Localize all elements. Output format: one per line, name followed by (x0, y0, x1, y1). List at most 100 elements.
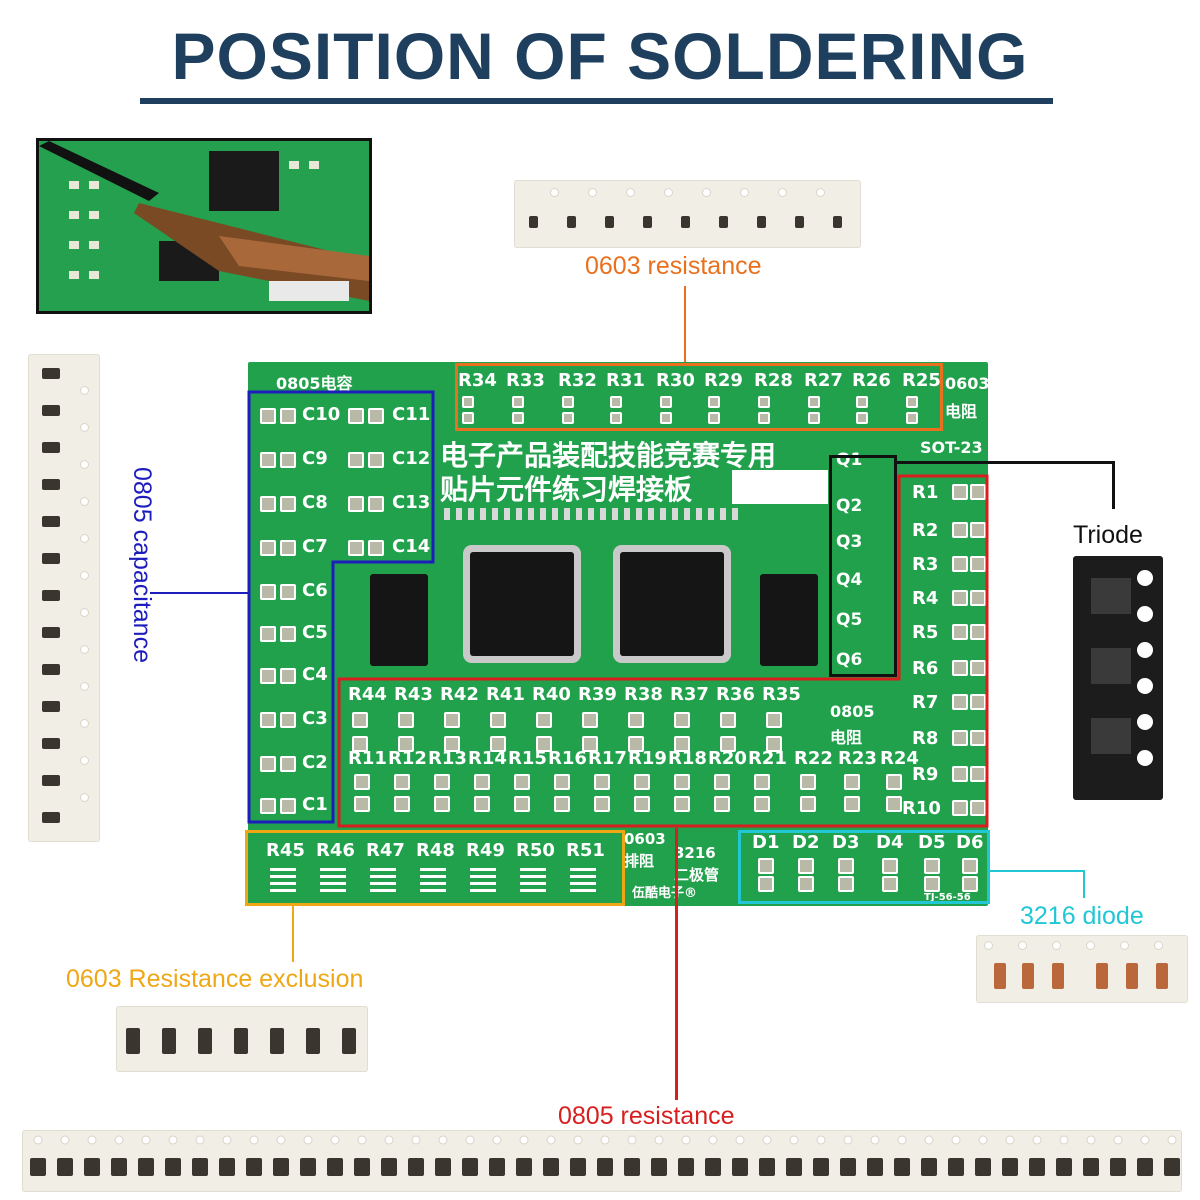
tape-hole (735, 1135, 745, 1145)
label-0603-resistance: 0603 resistance (585, 252, 762, 280)
resistor-chip (381, 1158, 397, 1176)
d-label: D3 (832, 832, 860, 853)
tape-hole (762, 1135, 772, 1145)
r-mid-top-row: R44 R43 R42 R41 R40 R39 R38 R37 R36 R35 (348, 684, 818, 754)
resistor-chip (948, 1158, 964, 1176)
cap-left-column: C10 C9 C8 C7 C6 C5 C4 C3 C2 C1 (260, 402, 342, 815)
r-array-label: R46 (316, 840, 355, 861)
r-mid-label: R41 (486, 684, 525, 705)
tape-hole (870, 1135, 880, 1145)
c-label: C3 (302, 708, 328, 729)
tape-hole (1032, 1135, 1042, 1145)
resistor-chip (435, 1158, 451, 1176)
r-mid-label: R38 (624, 684, 663, 705)
tape-hole (789, 1135, 799, 1145)
tape-hole (114, 1135, 124, 1145)
board-blank-label (732, 470, 828, 504)
resistor-chip (759, 1158, 775, 1176)
tape-hole (654, 1135, 664, 1145)
r-mid-label: R22 (794, 748, 833, 769)
leader-0603-resistance (684, 286, 686, 364)
resistor-chip (354, 1158, 370, 1176)
leader-0805-capacitance (150, 592, 250, 594)
label-triode: Triode (1073, 521, 1143, 549)
pcb-board: 0805电容 0603 电阻 SOT-23 电子产品装配技能竞赛专用 贴片元件练… (248, 362, 990, 906)
chip-pin-row (444, 508, 744, 520)
resistor-chip (516, 1158, 532, 1176)
q-label: Q5 (836, 610, 863, 630)
res-0603-header: 0603 (945, 374, 990, 393)
resistor-chip (597, 1158, 613, 1176)
r-right-label: R10 (902, 798, 941, 819)
resistor-chip (192, 1158, 208, 1176)
c-label: C9 (302, 448, 328, 469)
r-mid-label: R13 (428, 748, 467, 769)
cap-header: 0805电容 (276, 374, 353, 393)
r-mid-label: R18 (668, 748, 707, 769)
resistor-chip (543, 1158, 559, 1176)
r-array-label: R51 (566, 840, 605, 861)
tape-hole (492, 1135, 502, 1145)
diode-3216-sub: 二极管 (674, 866, 720, 884)
r-top-label: R28 (754, 370, 793, 391)
tape-hole (897, 1135, 907, 1145)
r-top-label: R34 (458, 370, 497, 391)
res-0805-label: 0805 (830, 702, 875, 721)
resistor-chip (921, 1158, 937, 1176)
triode-tape (1073, 556, 1163, 800)
res-0805-sub: 电阻 (830, 728, 863, 747)
region-triode (829, 455, 897, 677)
r-top-row: R34 R33 R32 R31 R30 R29 R28 R27 R26 R25 (458, 370, 948, 430)
tape-hole (87, 1135, 97, 1145)
c-label: C8 (302, 492, 328, 513)
resistor-chip (1110, 1158, 1126, 1176)
tape-hole (600, 1135, 610, 1145)
r-right-label: R1 (912, 482, 939, 503)
diode-3216-label: 3216 (674, 844, 716, 862)
tape-hole (1140, 1135, 1150, 1145)
r-top-label: R27 (804, 370, 843, 391)
tape-hole (303, 1135, 313, 1145)
q-label: Q3 (836, 532, 863, 552)
resistor-chip (300, 1158, 316, 1176)
c-label: C11 (392, 404, 431, 425)
resistor-chip (1164, 1158, 1180, 1176)
soldering-photo (36, 138, 372, 314)
tape-hole (276, 1135, 286, 1145)
c-label: C10 (302, 404, 341, 425)
resistor-chip (867, 1158, 883, 1176)
tape-hole (519, 1135, 529, 1145)
r-right-column: R1 R2 R3 R4 R5 R6 R7 R8 R9 R10 (902, 482, 988, 822)
brand-mark: 伍酷电子® (632, 886, 698, 901)
r-mid-label: R35 (762, 684, 801, 705)
r-top-label: R25 (902, 370, 941, 391)
q-label: Q2 (836, 496, 863, 516)
c-label: C1 (302, 794, 328, 815)
resistor-chip (705, 1158, 721, 1176)
r-top-label: R30 (656, 370, 695, 391)
region-0603-resistance-exclusion (245, 830, 625, 906)
resistance-exclusion-tape (116, 1006, 368, 1072)
resistor-chip (408, 1158, 424, 1176)
r-top-label: R32 (558, 370, 597, 391)
c-label: C7 (302, 536, 328, 557)
r-mid-bottom-row: R11 R12 R13 R14 R15 R16 R17 R19 R18 R20 … (348, 748, 919, 818)
r-top-label: R31 (606, 370, 645, 391)
r-mid-label: R40 (532, 684, 571, 705)
tape-hole (708, 1135, 718, 1145)
r-mid-label: R42 (440, 684, 479, 705)
tape-hole (627, 1135, 637, 1145)
tape-hole (222, 1135, 232, 1145)
diode-3216-tape (976, 935, 1188, 1003)
resistor-chip (84, 1158, 100, 1176)
d-label: D2 (792, 832, 820, 853)
qfp-chip-left (470, 552, 574, 656)
tape-hole (195, 1135, 205, 1145)
leader-0603-exclusion (292, 906, 294, 962)
r-right-label: R9 (912, 764, 939, 785)
tape-hole (681, 1135, 691, 1145)
r-mid-label: R23 (838, 748, 877, 769)
r-array-label: R49 (466, 840, 505, 861)
tape-hole (1113, 1135, 1123, 1145)
leader-0805-resistance (675, 828, 678, 1100)
